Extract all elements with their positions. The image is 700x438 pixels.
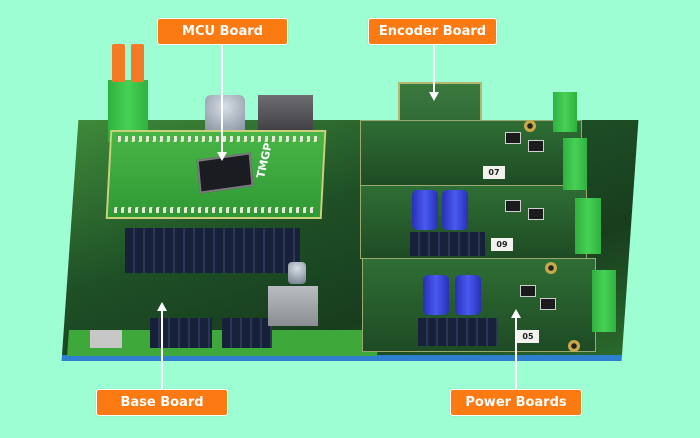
terminal-block-right: [553, 92, 577, 132]
base-header-right: [222, 318, 272, 348]
arrow-base-board: [157, 302, 167, 311]
mosfet: [540, 298, 556, 310]
leader-encoder-board: [433, 45, 435, 93]
mcu-pin-row-bottom: [113, 207, 315, 213]
mcu-board-pcb: TMGP: [105, 130, 327, 219]
board-tag-09: 09: [491, 238, 513, 251]
mosfet: [505, 200, 521, 212]
base-header-left: [150, 318, 212, 348]
mosfet: [528, 208, 544, 220]
power-header: [410, 232, 485, 256]
mosfet: [505, 132, 521, 144]
mounting-hole: [545, 262, 557, 274]
power-board-1: [360, 120, 582, 187]
base-inductor: [268, 286, 318, 326]
arrow-power-boards: [511, 309, 521, 318]
bus-capacitor: [423, 275, 449, 315]
leader-mcu-board: [221, 45, 223, 153]
label-mcu-board: MCU Board: [157, 18, 288, 45]
terminal-lever-2: [131, 44, 144, 82]
usb-connector: [90, 330, 122, 348]
mcu-socket-headers: [125, 228, 300, 273]
mcu-silkscreen: TMGP: [254, 141, 276, 180]
arrow-encoder-board: [429, 92, 439, 101]
terminal-block-right: [563, 138, 587, 190]
label-base-board: Base Board: [96, 389, 228, 416]
terminal-block-right: [575, 198, 601, 254]
mounting-hole: [568, 340, 580, 352]
terminal-block-right: [592, 270, 616, 332]
bus-capacitor: [412, 190, 438, 230]
mounting-hole: [524, 120, 536, 132]
leader-base-board: [161, 311, 163, 389]
power-header: [418, 318, 498, 346]
mcu-pin-row-top: [117, 136, 319, 142]
mosfet: [528, 140, 544, 152]
electrolytic-capacitor: [205, 95, 245, 135]
leader-power-boards: [515, 318, 517, 389]
label-power-boards: Power Boards: [450, 389, 582, 416]
bus-capacitor: [455, 275, 481, 315]
arrow-mcu-board: [217, 152, 227, 161]
board-tag-05: 05: [517, 330, 539, 343]
board-tag-07: 07: [483, 166, 505, 179]
label-encoder-board: Encoder Board: [368, 18, 497, 45]
power-inductor: [258, 95, 313, 133]
mosfet: [520, 285, 536, 297]
base-small-cap: [288, 262, 306, 284]
terminal-lever-1: [112, 44, 125, 82]
bus-capacitor: [442, 190, 468, 230]
